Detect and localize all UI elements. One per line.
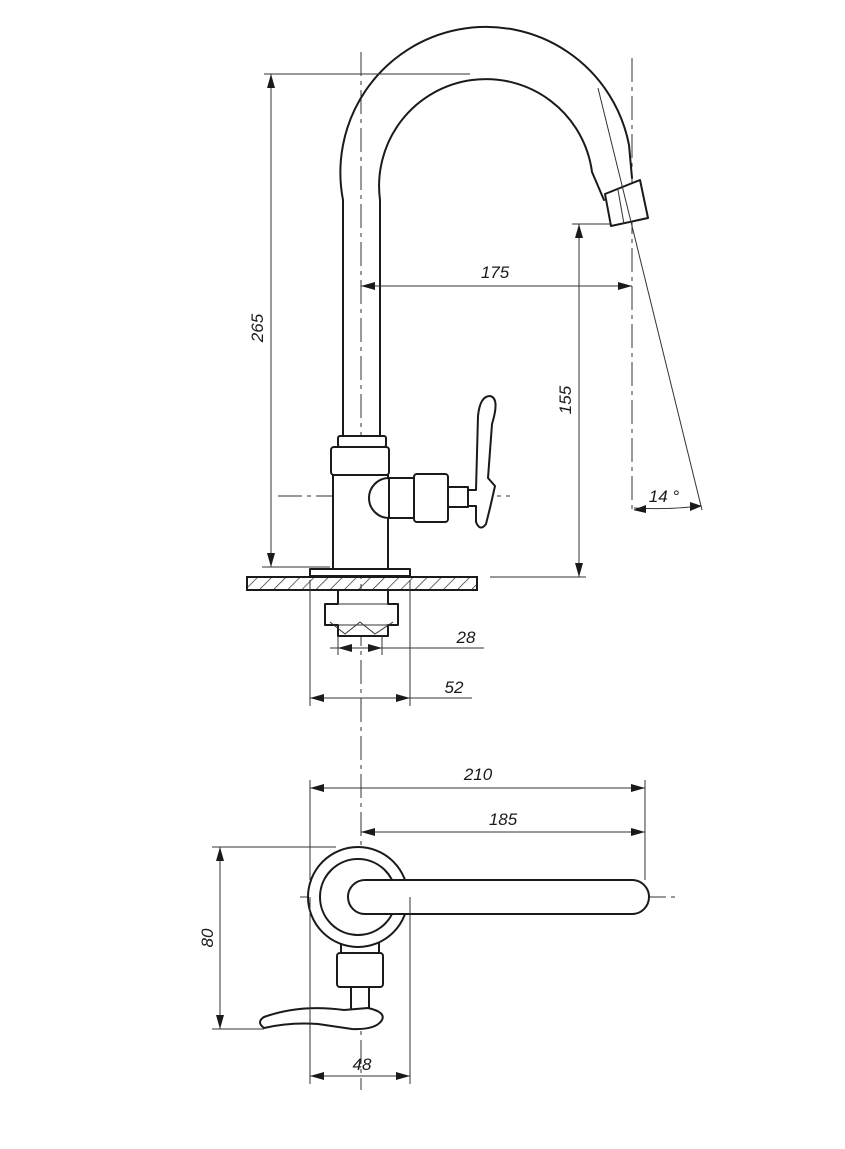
top-spout: [347, 879, 650, 915]
top-view-faucet: [259, 846, 650, 1031]
countertop-section: [246, 576, 478, 591]
base-ring: [309, 568, 411, 577]
dim-52: 52: [445, 678, 464, 697]
valve-stem: [447, 486, 469, 508]
side-view-faucet: [246, 25, 649, 637]
dim-28: 28: [456, 628, 476, 647]
valve-cap: [368, 477, 390, 519]
valve-nut: [413, 473, 449, 523]
dim-80: 80: [198, 928, 217, 947]
collar-nut: [330, 446, 390, 476]
top-valve-nut: [336, 952, 384, 988]
threaded-shank: [324, 589, 399, 637]
lever-handle: [467, 395, 497, 529]
dim-48: 48: [353, 1055, 372, 1074]
dim-175: 175: [481, 263, 510, 282]
dim-185: 185: [489, 810, 518, 829]
dim-155: 155: [556, 385, 575, 414]
top-dimensions: 210 185 80 48: [198, 765, 646, 1084]
dim-14-deg: 14 °: [649, 487, 680, 506]
collar: [337, 435, 387, 448]
top-lever: [259, 1007, 384, 1031]
side-dimensions: 265 175 155 14 ° 28 52: [248, 73, 703, 706]
dim-210: 210: [463, 765, 493, 784]
dim-265: 265: [248, 313, 267, 343]
